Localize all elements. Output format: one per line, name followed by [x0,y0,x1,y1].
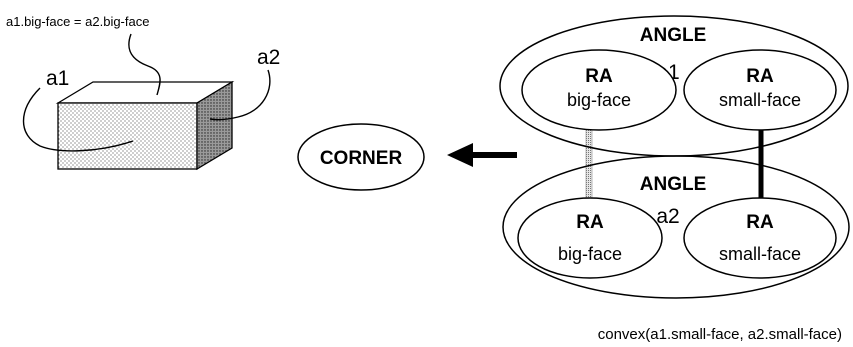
angle-a1: ANGLE a1 RA big-face RA small-face [499,15,849,157]
a1-label: a1 [46,67,69,90]
angle-a2: ANGLE a2 RA big-face RA small-face [502,155,850,299]
ra-title: RA [746,66,774,87]
equation-pointer [128,33,161,96]
angle-a2-id: a2 [656,205,679,228]
ra-face: big-face [567,90,631,110]
ra-face: small-face [719,244,801,264]
ra-face: big-face [558,244,622,264]
angle-a2-ellipse [502,155,850,299]
angle-a1-title: ANGLE [640,25,707,46]
ra-title: RA [576,212,604,233]
box-figure: a1.big-face = a2.big-face a1 a2 [6,14,280,171]
arrow-to-corner [447,143,517,167]
a2-label: a2 [257,46,280,69]
ra-face: small-face [719,90,801,110]
corner-ellipse [297,123,425,191]
angle-a2-small-ra: RA small-face [683,197,837,279]
corner-node: CORNER [297,123,425,191]
ra-title: RA [585,66,613,87]
angle-a1-small-ra: RA small-face [683,49,837,131]
equation-label: a1.big-face = a2.big-face [6,14,149,29]
box-front-face [57,102,198,170]
ra-title: RA [746,212,774,233]
angle-a2-title: ANGLE [640,174,707,195]
angle-a2-big-ra: RA big-face [517,197,663,279]
angle-a1-big-ra: RA big-face [521,49,677,131]
a2-pointer [209,69,271,121]
convex-caption: convex(a1.small-face, a2.small-face) [598,326,842,343]
box-side-face [196,80,233,171]
a1-pointer [23,87,134,152]
corner-label: CORNER [320,148,403,169]
